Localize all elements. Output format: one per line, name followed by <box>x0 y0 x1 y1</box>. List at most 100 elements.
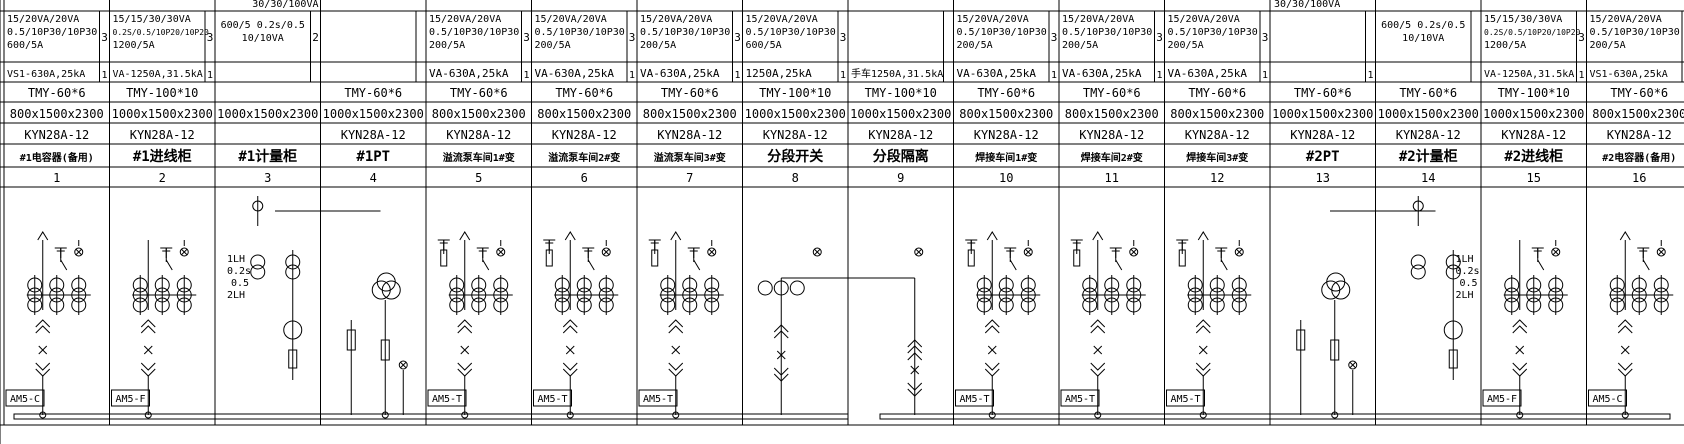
busbar-node <box>1516 411 1524 419</box>
panel-name: 溢流泵车间1#变 <box>443 151 515 164</box>
ct-spec-line: 200/5A <box>640 40 676 51</box>
panel-number: 5 <box>475 171 482 185</box>
breaker-cross-icon <box>910 365 920 375</box>
panel-model: KYN28A-12 <box>1185 128 1250 142</box>
current-transformer-icon <box>1410 254 1426 270</box>
ct-spec-line: 1200/5A <box>113 40 155 51</box>
ct-spec-line: 15/20VA/20VA <box>1590 14 1662 25</box>
wire <box>1235 248 1243 256</box>
panel-dimensions: 800x1500x2300 <box>1170 107 1264 121</box>
panel-model: KYN28A-12 <box>1079 128 1144 142</box>
indicator-lamp-icon <box>1129 247 1139 257</box>
ct-spec-line: 15/20VA/20VA <box>746 14 818 25</box>
earthing-switch-icon <box>1009 259 1017 271</box>
panel-dimensions: 800x1500x2300 <box>643 107 737 121</box>
ct-spec-line: 15/15/30/30VA <box>113 14 191 25</box>
ct-spec-line: 15/20VA/20VA <box>7 14 79 25</box>
drawout-contact-icon <box>562 362 578 371</box>
indicator-lamp-icon <box>1234 247 1244 257</box>
breaker-cross-icon <box>1198 345 1208 355</box>
current-transformer-icon <box>789 280 805 296</box>
protection-relay <box>1588 389 1627 407</box>
top-fragment: 30/30/100VA <box>1274 0 1340 10</box>
ct-spec-line: 0.5/10P30/10P30 <box>1168 27 1258 38</box>
breaker-spec: VA-630A,25kA <box>957 67 1037 80</box>
ct-spec-line: 200/5A <box>535 40 571 51</box>
protection-relay <box>533 389 572 407</box>
panel-number: 11 <box>1105 171 1119 185</box>
panel-number: 2 <box>159 171 166 185</box>
panel-model: KYN28A-12 <box>1290 128 1355 142</box>
metering-label: 1LH <box>1456 254 1474 265</box>
drawout-contact-icon <box>907 339 923 348</box>
busbar-spec: TMY-60*6 <box>28 86 86 100</box>
ct-spec-line: 0.5/10P30/10P30 <box>957 27 1047 38</box>
ct-spec-line: 600/5 0.2s/0.5 <box>1381 20 1465 31</box>
panel-dimensions: 800x1500x2300 <box>1065 107 1159 121</box>
metering-label: 0.2s <box>227 266 251 277</box>
busbar-spec: TMY-60*6 <box>1083 86 1141 100</box>
wire <box>1552 248 1560 256</box>
drawout-contact-icon <box>1512 362 1528 371</box>
drawout-contact-icon <box>35 319 51 328</box>
panel-model: KYN28A-12 <box>868 128 933 142</box>
busbar-node <box>1331 411 1339 419</box>
ct-qty: 2 <box>312 31 319 44</box>
wire <box>708 248 716 256</box>
breaker-qty: 1 <box>101 70 107 81</box>
panel-dimensions: 1000x1500x2300 <box>323 107 424 121</box>
breaker-qty: 1 <box>207 70 213 81</box>
breaker-cross-icon <box>671 345 681 355</box>
breaker-cross-icon <box>460 345 470 355</box>
ct-spec-line: 600/5 0.2s/0.5 <box>221 20 305 31</box>
indicator-lamp-icon <box>1551 247 1561 257</box>
breaker-qty: 1 <box>840 70 846 81</box>
protection-relay <box>955 389 994 407</box>
wire <box>497 248 505 256</box>
breaker-spec: VS1-630A,25kA <box>7 69 85 80</box>
current-transformer-icon <box>1410 264 1426 280</box>
panel-dimensions: 800x1500x2300 <box>432 107 526 121</box>
protection-relay <box>427 389 467 407</box>
drawout-contact-icon <box>984 362 1000 371</box>
drawout-contact-icon <box>562 319 578 328</box>
schematic-symbols <box>5 196 1674 420</box>
protection-relay <box>1482 389 1522 407</box>
breaker-spec: VA-1250A,31.5kA <box>113 69 203 80</box>
drawout-contact-icon <box>457 362 473 371</box>
busbar-node <box>1094 411 1102 419</box>
drawout-contact-icon <box>907 345 923 354</box>
panel-number: 15 <box>1527 171 1541 185</box>
arrow-icon <box>459 231 471 241</box>
panel-name: #1电容器(备用) <box>20 151 94 164</box>
drawout-contact-icon <box>773 373 789 382</box>
arrow-icon <box>986 231 998 241</box>
arrow-icon <box>37 231 49 241</box>
relay-label: AM5-T <box>537 394 567 405</box>
relay-label: AM5-T <box>432 394 462 405</box>
panel-model: KYN28A-12 <box>763 128 828 142</box>
relay-label: AM5-T <box>1065 394 1095 405</box>
earthing-switch-icon <box>1220 259 1228 271</box>
ct-qty: 3 <box>840 31 847 44</box>
earthing-switch-icon <box>1537 259 1545 271</box>
ct-spec-line: 0.5/10P30/10P30 <box>535 27 625 38</box>
protection-relay <box>111 389 150 407</box>
panel-name: #2PT <box>1306 149 1340 165</box>
panel-dimensions: 1000x1500x2300 <box>1272 107 1373 121</box>
ct-spec-line: 0.5/10P30/10P30 <box>1590 27 1680 38</box>
voltage-transformer-icon <box>1326 272 1346 292</box>
busbar-node <box>1199 411 1207 419</box>
drawout-contact-icon <box>668 319 684 328</box>
panel-number: 9 <box>897 171 904 185</box>
wire <box>915 248 923 256</box>
ct-qty: 3 <box>523 31 530 44</box>
earthing-switch-icon <box>587 259 595 271</box>
panel-name: 分段开关 <box>767 148 823 165</box>
arrow-icon <box>564 231 576 241</box>
wire <box>180 248 188 256</box>
ct-qty: 3 <box>1578 31 1585 44</box>
panel-dimensions: 1000x1500x2300 <box>850 107 951 121</box>
drawout-contact-icon <box>1195 362 1211 371</box>
